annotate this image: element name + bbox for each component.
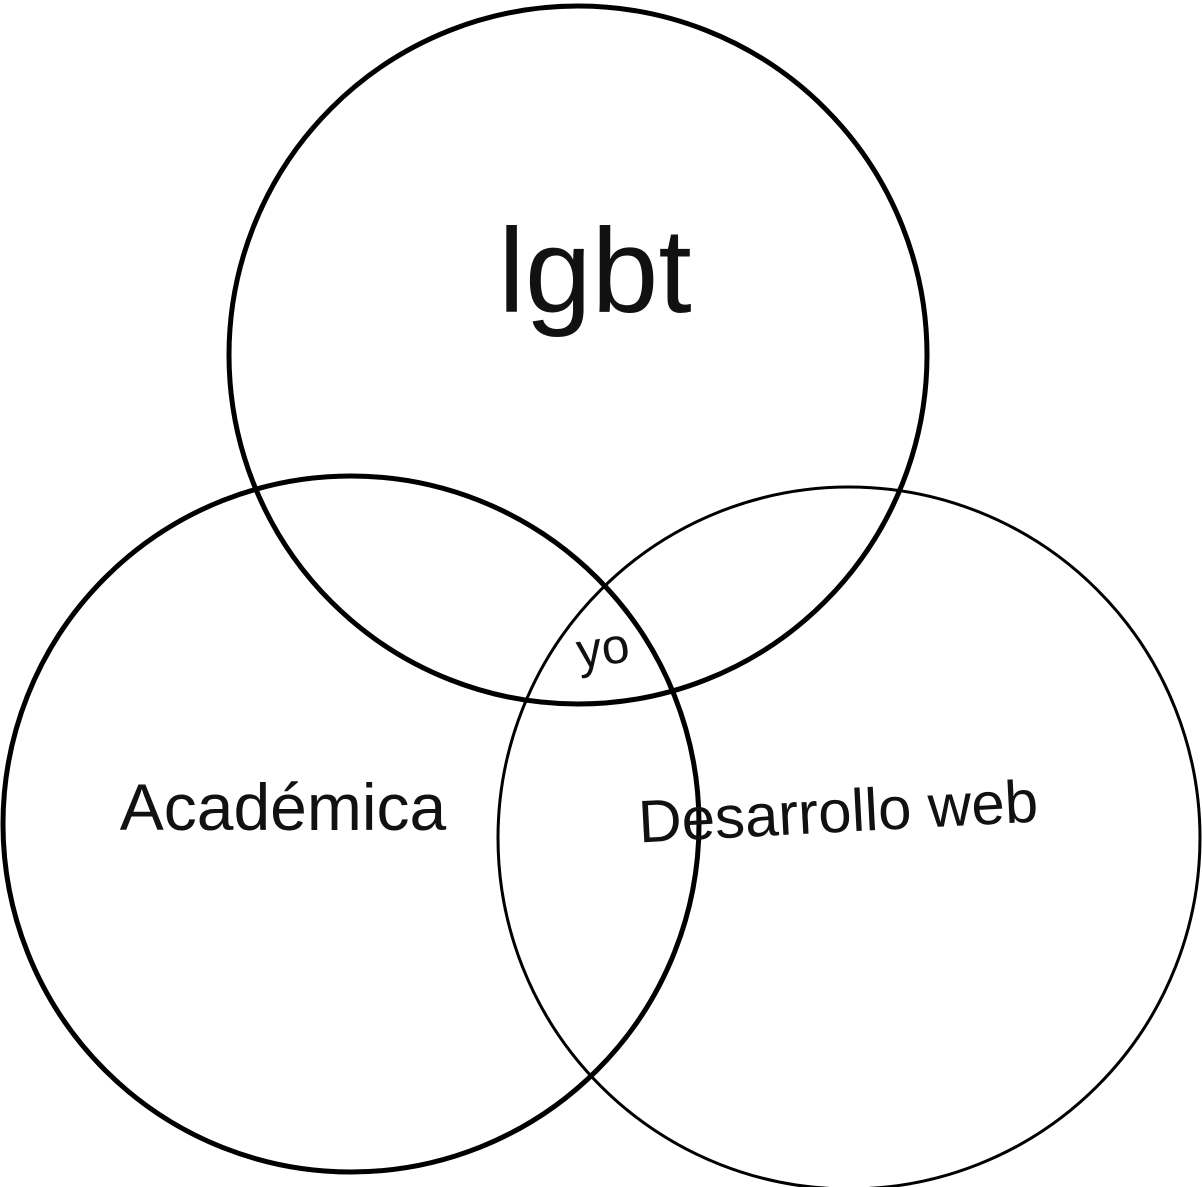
circle-lgbt xyxy=(226,3,930,707)
label-lgbt: lgbt xyxy=(498,204,691,338)
label-academica: Académica xyxy=(120,770,447,844)
label-yo: yo xyxy=(573,617,633,680)
circle-desarrollo-web xyxy=(496,485,1202,1187)
circle-academica xyxy=(0,473,702,1175)
